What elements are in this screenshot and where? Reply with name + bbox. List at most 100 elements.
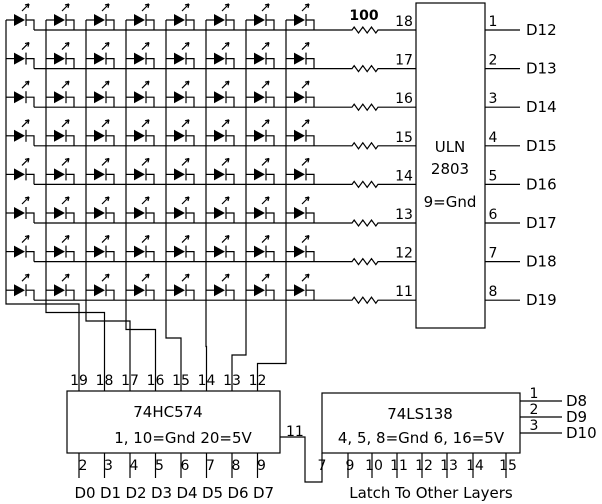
led-light-arrow: [221, 273, 230, 282]
led: [46, 196, 75, 223]
led-light-arrow: [181, 42, 190, 51]
led: [286, 196, 315, 223]
led-light-arrow: [21, 119, 30, 128]
74hc574-input-signal: D5: [202, 484, 223, 502]
led: [246, 80, 275, 108]
led-light-arrow: [141, 196, 150, 205]
led-light-arrowhead: [264, 196, 270, 202]
led-diode-icon: [94, 207, 105, 219]
led-light-arrow: [261, 119, 270, 128]
led-cathode-lead: [66, 289, 75, 301]
led: [206, 196, 235, 223]
led: [286, 235, 315, 262]
column-wires: [5, 20, 287, 391]
uln2803-name-line2: 2803: [431, 160, 469, 178]
led-light-arrow: [101, 157, 110, 166]
74ls138-select-signal: D10: [566, 424, 597, 442]
74hc574-chip: 74HC574 1, 10=Gnd 20=5V: [66, 390, 281, 454]
74ls138-select-pin: 1: [530, 386, 539, 402]
led-cathode-lead: [26, 251, 35, 262]
uln2803-input-pin: 12: [395, 246, 413, 262]
74ls138-name: 74LS138: [387, 405, 453, 423]
led: [246, 273, 275, 301]
led: [166, 80, 195, 108]
led-diode-icon: [214, 245, 225, 258]
led-light-arrowhead: [24, 196, 30, 202]
led-light-arrowhead: [24, 273, 30, 279]
74hc574-output-pin: 15: [172, 373, 190, 389]
led-light-arrow: [61, 119, 70, 128]
led-light-arrow: [181, 3, 190, 12]
led-light-arrowhead: [264, 3, 270, 9]
led-cathode-lead: [146, 58, 155, 69]
led: [166, 42, 195, 69]
led-diode-icon: [214, 284, 225, 297]
led-diode-icon: [54, 245, 65, 258]
74ls138-output-pin: 15: [499, 458, 517, 474]
led-light-arrowhead: [104, 80, 110, 86]
led-light-arrowhead: [64, 157, 70, 163]
uln2803-input-pin: 14: [395, 168, 413, 184]
led-light-arrow: [261, 196, 270, 205]
led-cathode-lead: [26, 135, 35, 146]
led-light-arrow: [221, 157, 230, 166]
led-diode-icon: [54, 91, 65, 104]
uln2803-output-pin: 2: [489, 53, 498, 69]
led-diode-icon: [174, 91, 185, 104]
led: [6, 196, 35, 223]
led-diode-icon: [14, 245, 25, 258]
led-diode-icon: [14, 284, 25, 297]
led-diode-icon: [54, 168, 65, 181]
74hc574-output-pin: 13: [223, 373, 241, 389]
led-light-arrow: [301, 3, 310, 12]
led-light-arrowhead: [184, 3, 190, 9]
74hc574-output-pin: 18: [96, 373, 114, 389]
led-light-arrowhead: [184, 273, 190, 279]
led-light-arrowhead: [224, 273, 230, 279]
led: [206, 42, 235, 69]
led-cathode-lead: [106, 251, 115, 262]
led-cathode-lead: [306, 58, 315, 69]
led: [86, 42, 115, 69]
led: [166, 157, 195, 185]
uln2803-output-signal: D13: [526, 60, 557, 78]
led-light-arrow: [101, 42, 110, 51]
74ls138-output-pin: 14: [466, 458, 484, 474]
led: [86, 273, 115, 301]
led-light-arrowhead: [104, 3, 110, 9]
led-cathode-lead: [186, 96, 195, 108]
led-diode-icon: [54, 284, 65, 297]
uln2803-output-pin: 1: [489, 14, 498, 30]
led-light-arrowhead: [64, 42, 70, 47]
led-diode-icon: [254, 14, 265, 26]
led-light-arrowhead: [224, 80, 230, 86]
74hc574-input-signal: D0: [74, 484, 95, 502]
uln2803-power-note: 9=Gnd: [424, 193, 477, 211]
led: [6, 80, 35, 108]
led-light-arrow: [61, 3, 70, 12]
led: [246, 3, 275, 30]
led-cathode-lead: [266, 289, 275, 301]
led-light-arrowhead: [104, 157, 110, 163]
led-light-arrowhead: [224, 3, 230, 9]
led-light-arrowhead: [24, 157, 30, 163]
led-cathode-lead: [26, 58, 35, 69]
uln2803-output-pin: 4: [489, 130, 498, 146]
led-light-arrow: [141, 235, 150, 244]
led-diode-icon: [14, 168, 25, 181]
led-diode-icon: [134, 14, 145, 26]
led-diode-icon: [134, 284, 145, 297]
led-light-arrowhead: [264, 42, 270, 47]
led-diode-icon: [94, 284, 105, 297]
led-light-arrow: [221, 119, 230, 128]
led-cathode-lead: [66, 58, 75, 69]
led-cathode-lead: [26, 19, 35, 30]
led-light-arrowhead: [104, 119, 110, 124]
led-light-arrow: [21, 42, 30, 51]
74ls138-body: [321, 392, 521, 454]
led-cathode-lead: [106, 58, 115, 69]
led-cathode-lead: [266, 251, 275, 262]
led-cathode-lead: [66, 135, 75, 146]
led: [86, 196, 115, 223]
